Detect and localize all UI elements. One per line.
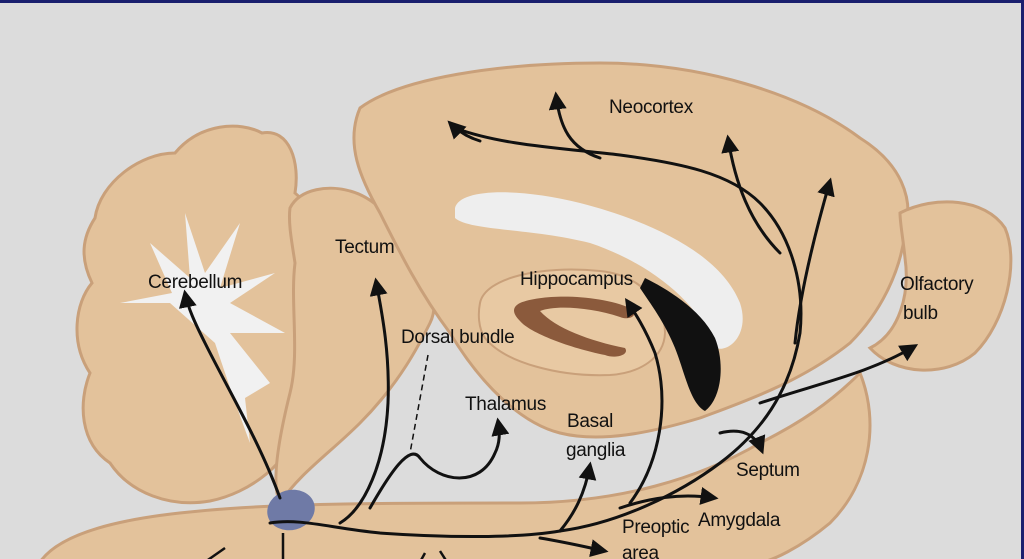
label-olfactory-bulb-line1: Olfactory [900,274,974,295]
label-basal-ganglia-line2: ganglia [566,440,626,461]
label-preoptic-area-line1: Preoptic [622,517,689,538]
label-septum: Septum [736,460,800,481]
label-dorsal-bundle: Dorsal bundle [401,327,514,348]
label-tectum: Tectum [335,237,394,258]
label-amygdala: Amygdala [698,510,781,531]
label-neocortex: Neocortex [609,97,694,118]
pathway-to-thalamus [370,421,499,508]
label-thalamus: Thalamus [465,394,546,415]
label-olfactory-bulb-line2: bulb [903,303,938,324]
label-cerebellum: Cerebellum [148,272,242,293]
label-preoptic-area-line2: area [622,543,660,559]
label-hippocampus: Hippocampus [520,269,633,290]
dorsal-bundle-pointer [410,355,428,453]
brain-diagram: Neocortex Tectum Cerebellum Hippocampus … [0,3,1024,559]
label-basal-ganglia-line1: Basal [567,411,613,432]
